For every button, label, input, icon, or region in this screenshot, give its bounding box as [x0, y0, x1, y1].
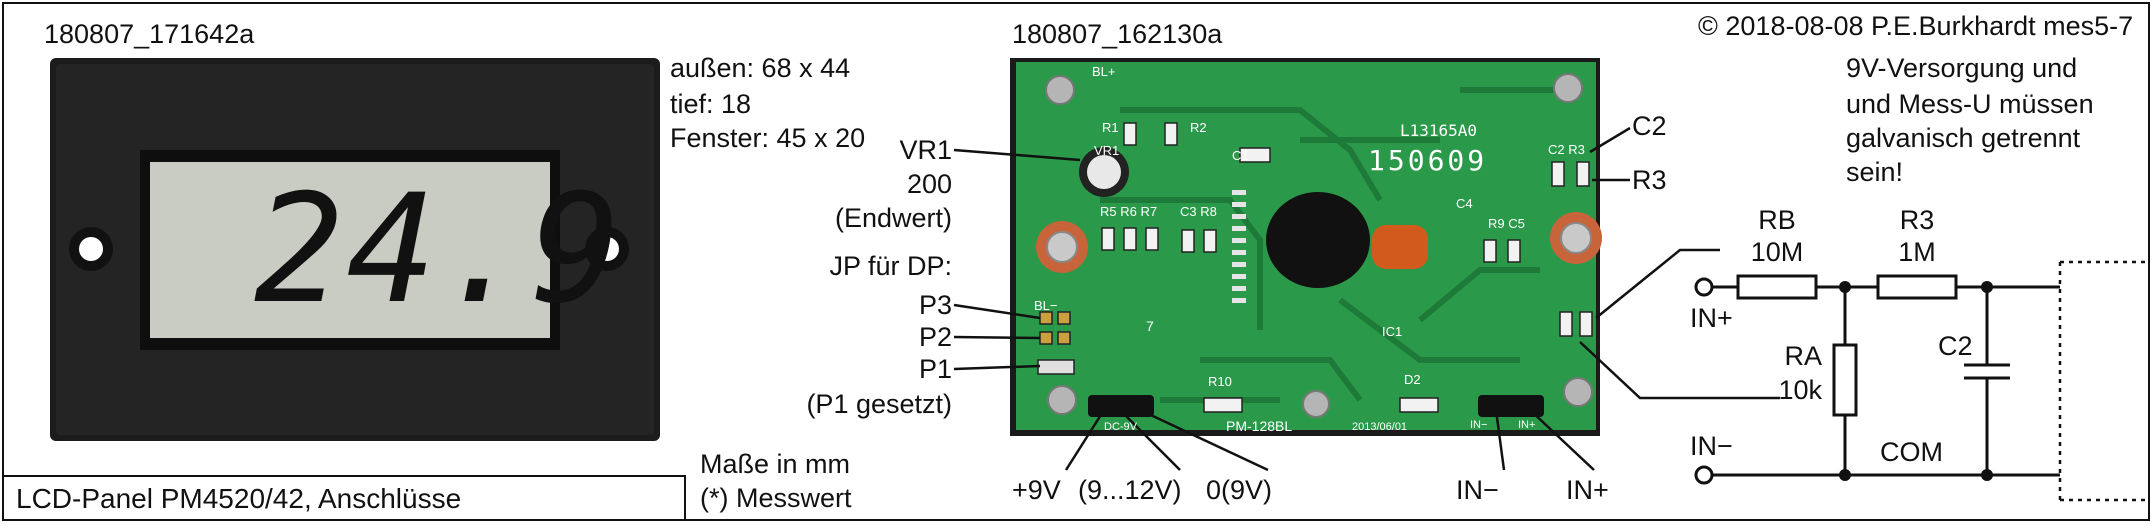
label-vr1: VR1 — [899, 135, 952, 165]
schem-rb: RB — [1758, 205, 1796, 235]
silk-r10: R10 — [1208, 374, 1232, 389]
silk-c1: C1 — [1232, 148, 1249, 163]
ic1-pins-left — [1232, 190, 1246, 303]
label-p1: P1 — [918, 354, 952, 384]
resistor-rb — [1736, 274, 1818, 300]
label-p2: P2 — [918, 322, 952, 352]
silk-r9c5: R9 C5 — [1488, 216, 1525, 231]
silk-date: 2013/06/01 — [1352, 421, 1408, 433]
schem-c2: C2 — [1938, 331, 1973, 361]
silk-r5r6r7: R5 R6 R7 — [1100, 204, 1158, 219]
label-in-plus: IN+ — [1566, 475, 1609, 505]
lcd-screen — [150, 162, 550, 338]
dim-depth: tief: 18 — [670, 89, 752, 119]
input-connector — [1478, 395, 1544, 417]
dim-window: Fenster: 45 x 20 — [670, 123, 866, 153]
footnote-measured: (*) Messwert — [700, 483, 852, 513]
caption-box: LCD-Panel PM4520/42, Anschlüsse — [2, 475, 686, 521]
schem-ra-val: 10k — [1778, 375, 1822, 405]
terminal-in-minus — [1694, 465, 1714, 485]
silk-c4: C4 — [1456, 196, 1473, 211]
left-photo-id: 180807_171642a — [44, 19, 255, 49]
silk-c3r8: C3 R8 — [1180, 204, 1217, 219]
silk-in-plus: IN+ — [1518, 419, 1536, 431]
silk-dc9v: DC-9V — [1104, 421, 1138, 433]
right-photo-id: 180807_162130a — [1012, 19, 1223, 49]
silk-d2: D2 — [1404, 372, 1421, 387]
lcd-reading: 24.9 — [254, 163, 624, 337]
pcb-screw-bm — [1302, 390, 1330, 418]
schem-ra: RA — [1784, 341, 1822, 371]
label-c2: C2 — [1632, 111, 1667, 141]
silk-ic1: IC1 — [1382, 324, 1403, 339]
label-zero: 0(9V) — [1206, 475, 1273, 505]
pcb-screw-br — [1563, 377, 1593, 407]
node-dot-4 — [1981, 469, 1993, 481]
caption: LCD-Panel PM4520/42, Anschlüsse — [16, 483, 462, 514]
silk-in-minus: IN− — [1470, 419, 1488, 431]
label-p1-note: (P1 gesetzt) — [806, 389, 952, 419]
schem-r3: R3 — [1899, 205, 1935, 235]
label-jp-title: JP für DP: — [829, 251, 952, 281]
resistor-ra — [1832, 343, 1858, 417]
jumper-pads — [1037, 311, 1075, 375]
dim-outer: außen: 68 x 44 — [670, 53, 851, 83]
note-line-2: und Mess-U müssen — [1846, 89, 2094, 119]
silk-r1: R1 — [1102, 120, 1119, 135]
node-dot-3 — [1839, 469, 1851, 481]
standoff-left — [1046, 231, 1078, 263]
pcb-screw-bl — [1047, 385, 1077, 415]
label-vr1-value: 200 — [906, 169, 952, 199]
capacitor-orange — [1372, 225, 1428, 269]
schem-in-plus: IN+ — [1690, 303, 1733, 333]
pcb-traces — [1100, 87, 1560, 403]
silk-vr1: VR1 — [1094, 143, 1120, 158]
label-range: (9...12V) — [1078, 475, 1182, 505]
mount-hole-right — [595, 237, 619, 261]
trimmer-vr1-dial — [1087, 155, 1121, 189]
note-line-3: galvanisch getrennt — [1846, 123, 2081, 153]
standoff-right — [1560, 222, 1592, 254]
ic1-blob — [1266, 192, 1370, 288]
schem-in-minus: IN− — [1690, 431, 1733, 461]
resistor-r3 — [1876, 274, 1958, 300]
silk-model: PM-128BL — [1226, 418, 1293, 434]
node-dot-1 — [1839, 281, 1851, 293]
silk-c2r3: C2 R3 — [1548, 142, 1585, 157]
power-connector — [1088, 395, 1154, 417]
copyright: © 2018-08-08 P.E.Burkhardt mes5-7 — [1698, 11, 2134, 41]
terminal-in-plus — [1694, 277, 1714, 297]
silk-bl-minus: BL− — [1034, 298, 1058, 313]
note-line-1: 9V-Versorgung und — [1846, 53, 2078, 83]
note-line-4: sein! — [1846, 157, 1904, 187]
silk-date-code: 150609 — [1368, 144, 1488, 177]
label-r3: R3 — [1632, 165, 1667, 195]
silk-bl-plus: BL+ — [1092, 64, 1116, 79]
label-plus9v: +9V — [1012, 475, 1061, 505]
smd-components — [1101, 122, 1593, 413]
meter-box-dotted — [2058, 260, 2146, 502]
label-p3: P3 — [918, 290, 952, 320]
pcb-screw-tl — [1045, 75, 1075, 105]
node-dot-2 — [1981, 281, 1993, 293]
mount-hole-left — [79, 237, 103, 261]
footnote-units: Maße in mm — [700, 449, 851, 479]
silk-seven: 7 — [1146, 318, 1154, 334]
pcb-leader-lines — [953, 126, 1780, 472]
schem-r3-val: 1M — [1898, 237, 1936, 267]
schem-com: COM — [1880, 437, 1943, 467]
silk-chip-id: L13165A0 — [1400, 121, 1478, 140]
label-in-minus: IN− — [1456, 475, 1499, 505]
silk-r2: R2 — [1190, 120, 1207, 135]
pcb-screw-tr — [1553, 73, 1583, 103]
schem-rb-val: 10M — [1750, 237, 1804, 267]
label-vr1-note: (Endwert) — [834, 203, 952, 233]
